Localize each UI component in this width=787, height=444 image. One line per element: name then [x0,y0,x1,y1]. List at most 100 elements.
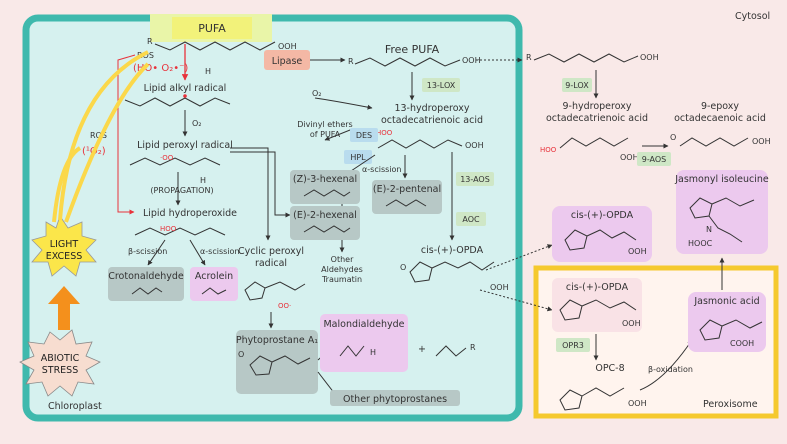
malondialdehyde-structure [339,345,365,357]
alpha-scission-label-1: α-scission [200,247,239,256]
opr3-box[interactable] [556,338,590,352]
light-excess-label-2: EXCESS [46,251,83,262]
pufa-box [172,17,252,39]
hydroperoxy13-ooh-label: OOH [465,141,484,150]
beta-scission-arrow-1 [147,239,166,266]
des-label: DES [356,131,372,140]
hydroperoxy9-hoo-label: HOO [540,146,557,154]
epoxy9-structure [679,137,749,147]
lipase-label: Lipase [272,56,303,67]
cis-opda-chl-ring [409,261,433,283]
hpl-label: HPL [350,153,366,162]
pufa-r-label: R [147,37,153,46]
opc8-ring [559,389,583,411]
pufa-ooh-label: OOH [278,42,297,51]
jasmonyl-chain [711,197,755,207]
free-pufa-ooh-label: OOH [462,56,481,65]
lox13-box[interactable] [422,78,460,92]
lox9-box[interactable] [562,78,592,92]
epoxy9-ooh-label: OOH [752,137,771,146]
acrolein-label: Acrolein [195,271,233,282]
opr3-label: OPR3 [562,341,584,350]
cytosol-label: Cytosol [735,11,770,22]
abiotic-stress-label-2: STRESS [42,365,79,376]
other-aldehydes-label-3: Traumatin [321,275,362,284]
cyclic-oo-label: OO· [278,302,291,310]
malondialdehyde-label: Malondialdehyde [323,319,404,330]
cis-opda-chl-o-label: O [400,263,406,272]
hydroperoxy13-label-1: 13-hydroperoxy [394,103,469,114]
opc8-chain [581,387,625,397]
other-phytoprostanes-box [330,390,460,406]
propagation-h-label: H [200,176,206,185]
cis-opda-perox-ooh-label: OOH [622,319,641,328]
cytosol-pufa-r-label: R [526,53,532,62]
hydroperoxy9-ooh-label: OOH [620,153,639,162]
cyclic-peroxyl-radical-label-1: Cyclic peroxyl [238,246,304,257]
cis-opda-cytosol-ooh-label: OOH [628,247,647,256]
jasmonyl-hooc-label: HOOC [688,239,713,248]
cis-opda-cytosol-box [552,206,652,262]
peroxyl-structure [129,157,221,166]
other-aldehydes-label-1: Other [331,255,354,264]
cis-opda-cytosol-chain [586,229,637,241]
lipase-box[interactable] [264,50,310,70]
aoc-box[interactable] [456,212,486,226]
aos9-label: 9-AOS [642,155,667,164]
hydroperoxy13-label-2: octadecatrienoic acid [381,115,483,126]
beta-oxidation-arrow [639,339,693,391]
e2-pentenal-structure [385,199,427,207]
free-pufa-label: Free PUFA [385,43,440,56]
cis-opda-chl-chain [431,261,495,271]
propagation-label: (PROPAGATION) [150,186,213,195]
cyclic-peroxyl-chain [264,281,306,291]
aoc-label: AOC [462,215,480,224]
singlet-oxygen-arrow [117,54,136,215]
lox13-label: 13-LOX [427,81,456,90]
ros1-species: (HO• O₂•⁻) [133,63,188,74]
hydroperoxy9-label-2: octadecatrienoic acid [546,113,648,124]
free-pufa-structure [354,57,461,67]
z3-hexenal-label: (Z)-3-hexenal [293,174,357,185]
peroxyl-oo-label: ·OO [160,154,174,162]
orange-arrow [48,286,80,330]
phytoprostane-chain [271,355,311,365]
cis-opda-chl-ooh-label: OOH [490,283,509,292]
ros2-label: ROS [90,131,107,140]
cis-opda-peroxisome-label: cis-(+)-OPDA [566,282,629,293]
pufa-label: PUFA [198,22,226,35]
des-box[interactable] [350,128,378,142]
phytoprostane-box [236,330,318,394]
beta-scission-label-1: β-scission [128,247,167,256]
radical-dot [183,94,187,98]
malondialdehyde-h-label: H [370,348,376,357]
epoxy9-o-label: O [670,133,676,142]
cis-opda-chloroplast-label: cis-(+)-OPDA [421,245,484,256]
aos13-box[interactable] [456,172,494,186]
alkyl-radical-structure [124,97,231,107]
jasmonyl-isoleucine-box [676,170,768,254]
lox9-label: 9-LOX [565,81,589,90]
peroxyl-to-hexenal-arrow [230,151,291,218]
epoxy9-label-1: 9-epoxy [701,101,739,112]
hydroperoxy9-label-1: 9-hydroperoxy [563,101,632,112]
cis-opda-cytosol-ring [564,229,588,251]
z3-hexenal-structure [303,189,351,197]
hydroperoxy13-hoo-label: HOO [376,129,393,137]
hydroperoxide-structure [134,227,226,236]
hydroperoxy9-structure [559,137,629,149]
jasmonic-acid-box [688,292,766,352]
hpl-box[interactable] [344,150,372,164]
alpha-scission-label-2: α-scission [362,165,401,174]
cyclic-peroxyl-ring [244,281,266,301]
hydroxy-alkenal-structure [435,345,467,357]
light-excess-label-1: LIGHT [50,239,79,250]
chloroplast-label: Chloroplast [48,401,102,412]
aos9-box[interactable] [637,152,671,166]
phytoprostane-ring [249,355,273,376]
jasmonyl-isoleucine-label: Jasmonyl isoleucine [674,174,769,185]
cis-opda-cytosol-label: cis-(+)-OPDA [571,210,634,221]
pufa-chain-bond [154,41,276,51]
alpha-scission-arrow-1 [189,239,206,266]
lipid-hydroperoxide-label: Lipid hydroperoxide [143,208,237,219]
